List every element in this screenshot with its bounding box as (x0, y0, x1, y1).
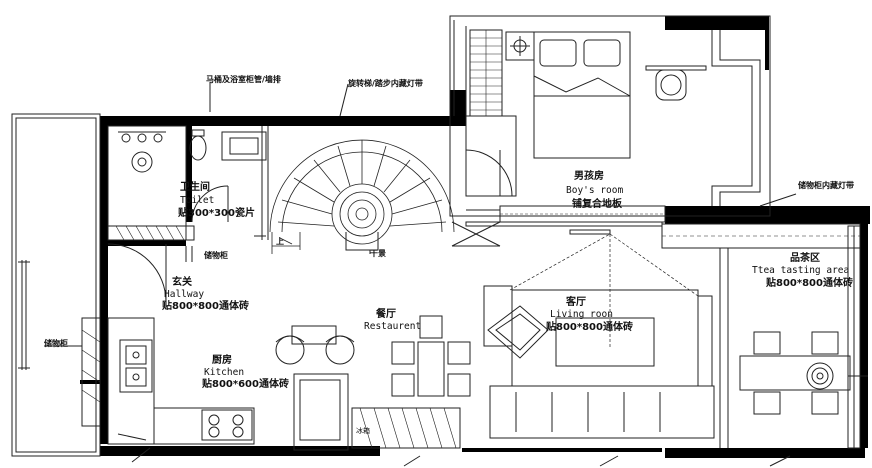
note-stair: 旋转梯/踏步内藏灯带 (348, 79, 423, 88)
hallway-en: Hallway (164, 289, 205, 300)
boys-room-floor: 铺复合地板 (572, 199, 622, 210)
dining-set (391, 315, 471, 397)
tea-en: Ttea tasting area (752, 265, 850, 276)
living-floor: 贴800*800通体砖 (546, 322, 633, 333)
note-storage-1: 储物柜 (204, 251, 228, 260)
hallway-cn: 玄关 (172, 277, 192, 288)
living-en: Living roon (550, 309, 613, 320)
kitchen-floor: 贴800*600通体砖 (202, 379, 289, 390)
note-storage-2: 储物柜 (44, 339, 68, 348)
toilet-floor: 贴300*300瓷片 (178, 208, 255, 219)
kitchen-cn: 厨房 (212, 355, 232, 366)
restaurant-cn: 餐厅 (376, 309, 396, 320)
toilet-en: Toilet (180, 195, 215, 206)
boys-room-en: Boy's room (566, 185, 624, 196)
tea-cn: 品茶区 (790, 253, 820, 264)
living-cn: 客厅 (566, 297, 586, 308)
note-up: 上 (276, 237, 284, 246)
walls (80, 16, 870, 458)
boys-room-cn: 男孩房 (574, 171, 604, 182)
tea-set (739, 331, 851, 415)
note-toilet-pipe: 马桶及浴室柜管/墙排 (206, 75, 281, 84)
boys-room-outline (449, 15, 771, 217)
bed (533, 31, 631, 159)
note-cabinet-lights: 储物柜内藏灯带 (798, 181, 854, 190)
toilet-room (107, 125, 187, 241)
spiral-stair (269, 139, 455, 254)
restaurant-en: Restaurent (364, 321, 422, 332)
toilet-cn: 卫生间 (180, 182, 210, 193)
note-fridge: 冰箱 (356, 427, 370, 435)
tea-floor: 贴800*800通体砖 (766, 278, 853, 289)
kitchen-en: Kitchen (204, 367, 245, 378)
hallway-floor: 贴800*800通体砖 (162, 301, 249, 312)
note-rockery: 干景 (370, 249, 386, 258)
balcony-outline (11, 113, 101, 457)
